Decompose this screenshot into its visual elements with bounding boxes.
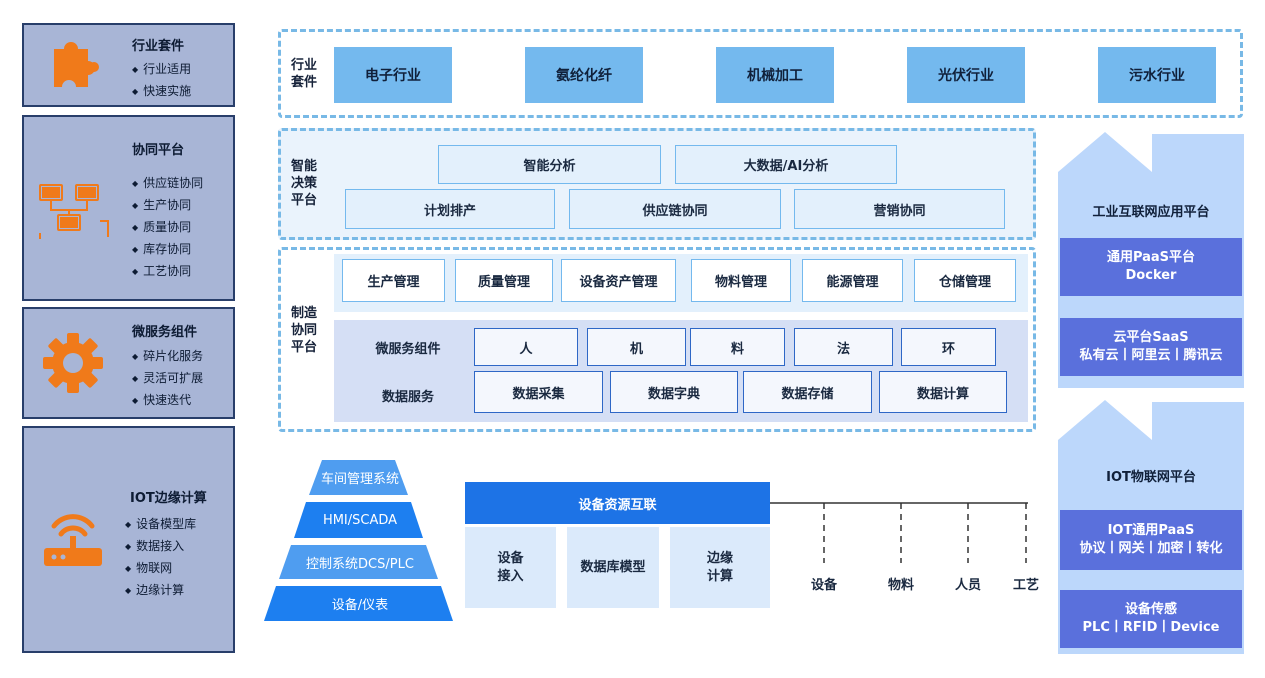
device-interconnect-title: 设备资源互联 <box>465 482 770 524</box>
panel-title: 微服务组件 <box>132 325 198 340</box>
panel-item: 边缘计算 <box>125 580 196 602</box>
panel-item: 工艺协同 <box>132 261 203 283</box>
data-service-item: 数据字典 <box>610 371 738 413</box>
industry-suite-label: 行业 套件 <box>290 58 317 90</box>
decision-item: 营销协同 <box>794 189 1005 229</box>
right-bottom-title: IOT物联网平台 <box>1106 469 1196 485</box>
pyramid-level-3: 控制系统DCS/PLC <box>306 556 414 572</box>
pyramid-level-1-shape <box>309 460 408 495</box>
right-bottom-band: IOT通用PaaS 协议丨网关丨加密丨转化 <box>1060 510 1242 570</box>
interconnect-box: 设备 接入 <box>465 527 556 608</box>
pyramid-level-2: HMI/SCADA <box>322 512 398 528</box>
panel-microservice: 微服务组件 碎片化服务 灵活可扩展 快速迭代 <box>22 307 235 419</box>
manufacturing-platform-label: 制造 协同 平台 <box>290 305 317 355</box>
router-icon <box>44 514 102 566</box>
panel-iot-edge: IOT边缘计算 设备模型库 数据接入 物联网 边缘计算 <box>22 426 235 653</box>
puzzle-icon <box>54 42 99 87</box>
right-top-title: 工业互联网应用平台 <box>1092 204 1210 220</box>
industry-item: 氨纶化纤 <box>525 47 643 103</box>
pyramid-shapes <box>264 460 453 621</box>
decision-item: 供应链协同 <box>569 189 781 229</box>
network-computers-icon <box>39 184 109 239</box>
data-service-item: 数据计算 <box>879 371 1007 413</box>
pyramid-level-4-shape <box>264 586 453 621</box>
resource-label: 物料 <box>887 577 914 593</box>
module-item: 生产管理 <box>342 259 445 302</box>
panel-item: 供应链协同 <box>132 173 203 195</box>
module-item: 设备资产管理 <box>561 259 676 302</box>
decision-item: 计划排产 <box>345 189 555 229</box>
panel-item: 灵活可扩展 <box>132 368 203 390</box>
panel-title: IOT边缘计算 <box>130 491 207 506</box>
microservice-item: 机 <box>587 328 686 366</box>
module-item: 仓储管理 <box>914 259 1016 302</box>
interconnect-box: 边缘 计算 <box>670 527 770 608</box>
panel-item: 库存协同 <box>132 239 203 261</box>
module-item: 能源管理 <box>802 259 903 302</box>
industry-suite-frame <box>278 29 1243 118</box>
right-bottom-band: 设备传感 PLC丨RFID丨Device <box>1060 590 1242 648</box>
data-service-item: 数据存储 <box>743 371 872 413</box>
pyramid-level-1: 车间管理系统 <box>320 472 399 487</box>
industry-item: 机械加工 <box>716 47 834 103</box>
data-service-item: 数据采集 <box>474 371 603 413</box>
panel-collab-platform: 协同平台 供应链协同 生产协同 质量协同 库存协同 工艺协同 <box>22 115 235 301</box>
panel-item: 快速实施 <box>132 81 191 103</box>
microservice-item: 法 <box>794 328 893 366</box>
right-top-band: 通用PaaS平台 Docker <box>1060 238 1242 296</box>
module-item: 质量管理 <box>455 259 553 302</box>
gear-icon <box>43 333 103 393</box>
manufacturing-platform-frame <box>278 247 1036 432</box>
decision-item: 智能分析 <box>438 145 661 184</box>
right-top-band: 云平台SaaS 私有云丨阿里云丨腾讯云 <box>1060 318 1242 376</box>
industry-item: 污水行业 <box>1098 47 1216 103</box>
resource-connector-lines <box>770 502 1028 563</box>
pyramid-level-4: 设备/仪表 <box>331 598 389 613</box>
decision-platform-label: 智能 决策 平台 <box>290 158 317 208</box>
panel-item: 碎片化服务 <box>132 346 203 368</box>
panel-item: 生产协同 <box>132 195 203 217</box>
panel-item: 快速迭代 <box>132 390 203 412</box>
panel-title: 协同平台 <box>132 143 185 158</box>
panel-item: 设备模型库 <box>125 514 196 536</box>
microservice-item: 环 <box>901 328 996 366</box>
panel-item: 行业适用 <box>132 59 191 81</box>
microservice-item: 料 <box>690 328 785 366</box>
panel-item: 物联网 <box>125 558 196 580</box>
panel-industry-suite: 行业套件 行业适用 快速实施 <box>22 23 235 107</box>
module-item: 物料管理 <box>691 259 791 302</box>
data-service-label: 数据服务 <box>381 389 434 405</box>
pyramid-level-2-shape <box>294 502 423 538</box>
interconnect-box: 数据库模型 <box>567 527 659 608</box>
industry-item: 光伏行业 <box>907 47 1025 103</box>
panel-item: 质量协同 <box>132 217 203 239</box>
panel-title: 行业套件 <box>132 39 185 54</box>
pyramid-level-3-shape <box>279 545 438 579</box>
resource-label: 设备 <box>810 577 837 593</box>
decision-item: 大数据/AI分析 <box>675 145 897 184</box>
panel-item: 数据接入 <box>125 536 196 558</box>
resource-label: 工艺 <box>1012 577 1039 593</box>
resource-label: 人员 <box>954 577 981 593</box>
microservice-item: 人 <box>474 328 578 366</box>
module-band <box>334 254 1028 312</box>
microservice-label: 微服务组件 <box>375 341 441 357</box>
industry-item: 电子行业 <box>334 47 452 103</box>
